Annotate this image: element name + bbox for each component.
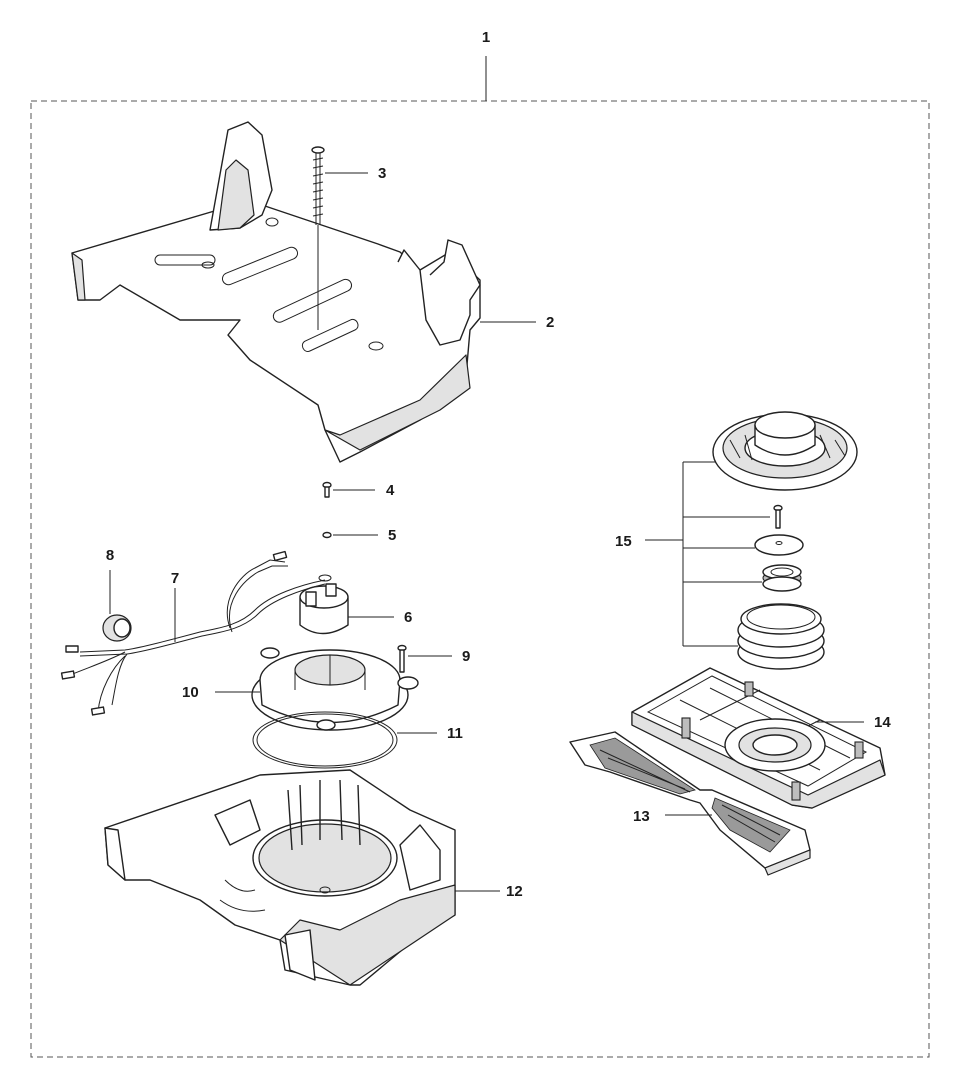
callout-9[interactable]: 9	[462, 648, 470, 665]
callout-12[interactable]: 12	[506, 883, 523, 900]
callout-1[interactable]: 1	[482, 29, 490, 46]
callout-10[interactable]: 10	[182, 684, 199, 701]
assembly-frame	[30, 100, 930, 1058]
part-12-chassis[interactable]	[104, 769, 456, 986]
callout-5[interactable]: 5	[388, 527, 396, 544]
part-2-top-cover[interactable]	[71, 121, 481, 463]
part-15-washer[interactable]	[754, 534, 804, 556]
part-15-ring-stack[interactable]	[737, 603, 825, 670]
callout-4[interactable]: 4	[386, 482, 395, 499]
part-5-washer[interactable]	[322, 531, 332, 539]
part-8-grommet[interactable]	[102, 614, 132, 642]
part-7-wire-harness[interactable]	[60, 550, 326, 716]
callout-14[interactable]: 14	[874, 714, 891, 731]
callout-15-bracket	[645, 461, 770, 647]
part-4-screw[interactable]	[322, 481, 332, 498]
part-15-spring[interactable]	[762, 564, 802, 592]
callout-11[interactable]: 11	[447, 725, 463, 742]
callout-13[interactable]: 13	[633, 808, 650, 825]
part-13-guard-plate[interactable]	[569, 731, 811, 876]
callout-15[interactable]: 15	[615, 533, 632, 550]
part-10-motor-mount[interactable]	[251, 647, 419, 731]
callout-7[interactable]: 7	[171, 570, 179, 587]
part-11-sealing-ring[interactable]	[252, 711, 398, 769]
part-3-screw[interactable]	[311, 146, 325, 330]
callout-6[interactable]: 6	[404, 609, 412, 626]
part-15-blade-disc[interactable]	[712, 411, 858, 491]
callout-8[interactable]: 8	[106, 547, 114, 564]
callout-2[interactable]: 2	[546, 314, 554, 331]
part-14-blade-plate[interactable]	[631, 667, 886, 809]
callout-3[interactable]: 3	[378, 165, 386, 182]
part-6-cylinder[interactable]	[299, 574, 349, 635]
part-9-screw[interactable]	[397, 644, 407, 673]
part-15-screw[interactable]	[773, 504, 783, 529]
